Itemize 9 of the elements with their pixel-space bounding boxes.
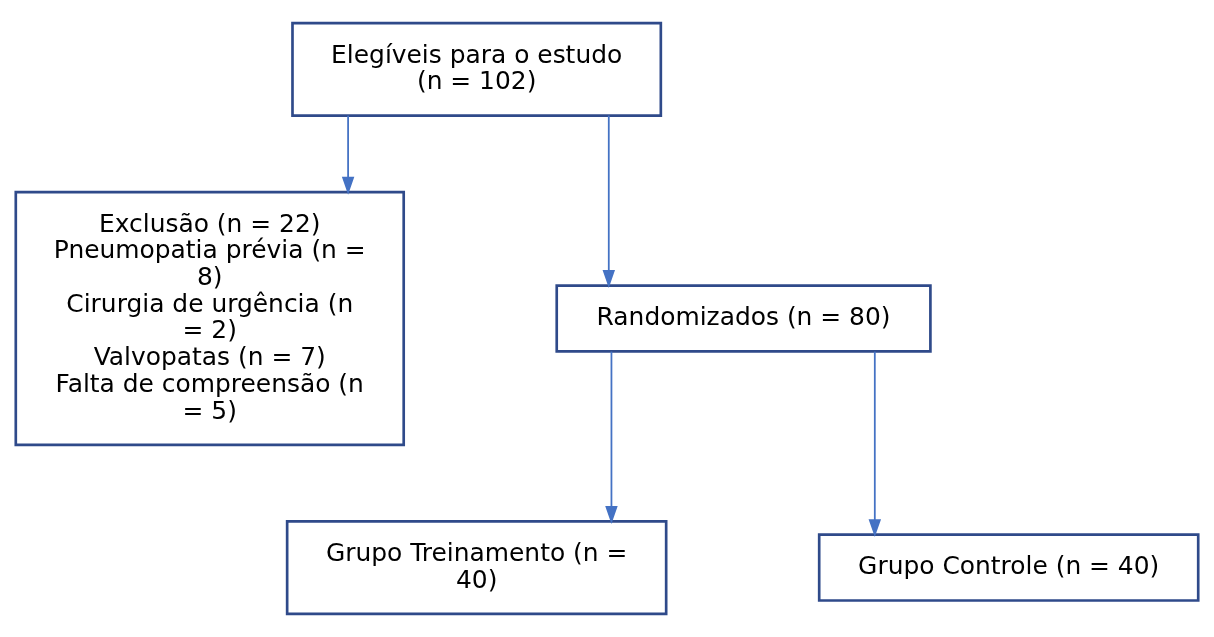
node-box: Exclusão (n = 22) Pneumopatia prévia (n = 8) Cirurgia de urgência (n = 2) Valvopatas (n = 7) Falta de compreensão (n = 5) (14, 190, 406, 447)
node-box: Elegíveis para o estudo (n = 102) (291, 21, 663, 117)
arrow (868, 350, 882, 538)
arrow (605, 350, 618, 524)
node-box: Grupo Controle (n = 40) (817, 533, 1200, 602)
node-box: Randomizados (n = 80) (555, 284, 932, 353)
arrow (602, 114, 615, 288)
arrow (341, 114, 355, 195)
node-box: Grupo Treinamento (n = 40) (285, 520, 668, 616)
